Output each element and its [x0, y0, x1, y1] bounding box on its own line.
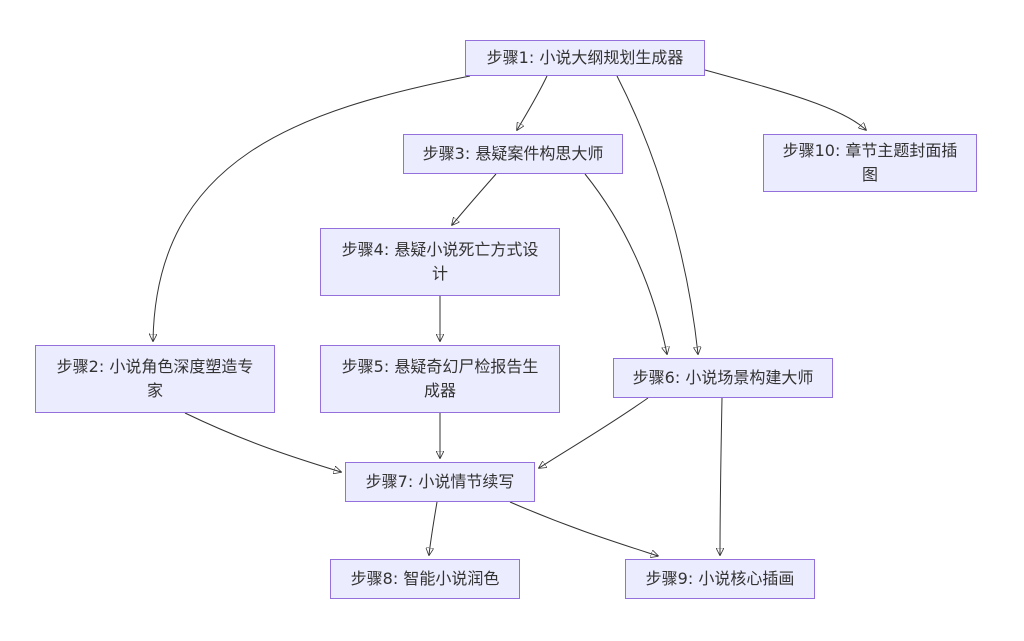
edge-step1-step6	[616, 75, 698, 354]
edge-step1-step3	[517, 75, 548, 130]
edge-step1-step10	[704, 69, 866, 130]
edge-step1-step2	[153, 75, 471, 341]
edge-step7-step9	[509, 501, 658, 556]
node-step2: 步骤2: 小说角色深度塑造专家	[35, 345, 275, 413]
edge-step2-step7	[184, 412, 341, 472]
edge-step3-step6	[584, 173, 667, 354]
node-step7: 步骤7: 小说情节续写	[345, 462, 535, 502]
node-step3: 步骤3: 悬疑案件构思大师	[403, 134, 623, 174]
node-step10: 步骤10: 章节主题封面插图	[763, 134, 977, 192]
node-step8: 步骤8: 智能小说润色	[330, 559, 520, 599]
edge-step3-step4	[452, 173, 497, 225]
node-step4: 步骤4: 悬疑小说死亡方式设计	[320, 228, 560, 296]
edge-step6-step7	[539, 397, 649, 468]
node-step5: 步骤5: 悬疑奇幻尸检报告生成器	[320, 345, 560, 413]
node-step1: 步骤1: 小说大纲规划生成器	[465, 40, 705, 76]
edge-step7-step8	[429, 501, 438, 555]
edge-step6-step9	[720, 397, 722, 555]
node-step6: 步骤6: 小说场景构建大师	[613, 358, 833, 398]
node-step9: 步骤9: 小说核心插画	[625, 559, 815, 599]
